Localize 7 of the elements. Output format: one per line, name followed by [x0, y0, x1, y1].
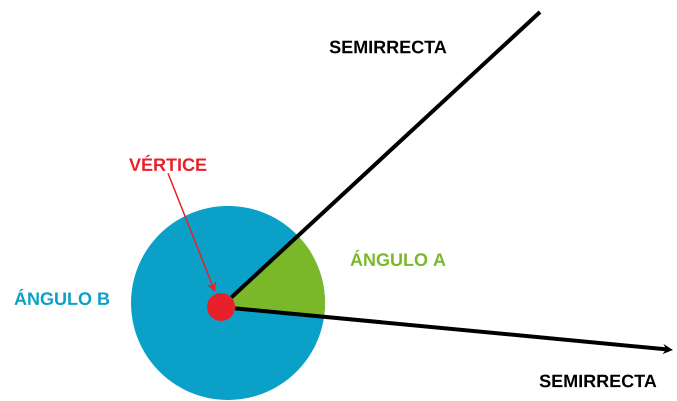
ray-label: SEMIRRECTA	[540, 374, 656, 388]
vertex-dot	[207, 293, 235, 321]
ray-label: SEMIRRECTA	[330, 40, 446, 54]
angle-label: ÁNGULO B	[14, 288, 110, 306]
angle-label: ÁNGULO A	[350, 250, 446, 266]
vertex-label: VÉRTICE	[129, 154, 206, 172]
ray	[230, 10, 542, 299]
